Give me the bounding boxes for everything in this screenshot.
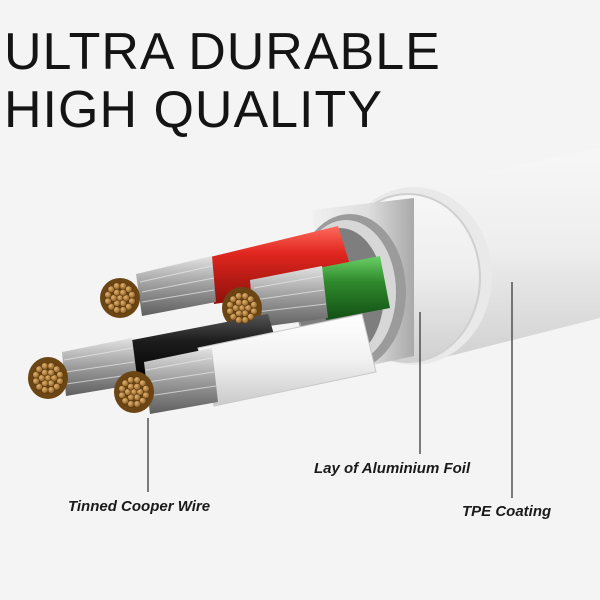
callout-pointer-lines <box>147 282 513 498</box>
copper-strand <box>241 316 249 324</box>
copper-strand <box>139 379 147 387</box>
copper-strand <box>125 303 133 311</box>
copper-strand <box>118 391 126 399</box>
copper-strand <box>133 376 141 384</box>
copper-strand <box>32 377 40 385</box>
copper-strand <box>128 291 136 299</box>
copper-strand <box>113 306 121 314</box>
copper-strand <box>127 400 135 408</box>
tinned-copper-wire-label: Tinned Cooper Wire <box>68 498 211 515</box>
copper-strand <box>250 301 258 309</box>
copper-strand <box>119 282 127 290</box>
copper-strand <box>56 371 64 379</box>
copper-strand <box>35 383 43 391</box>
copper-strand <box>121 397 129 405</box>
headline-line-2: HIGH QUALITY <box>4 81 383 139</box>
copper-strand <box>229 313 237 321</box>
copper-strand <box>142 385 150 393</box>
copper-strand <box>133 400 141 408</box>
headline-line-1: ULTRA DURABLE <box>4 23 441 81</box>
aluminium-foil-label: Lay of Aluminium Foil <box>314 460 471 477</box>
copper-strand <box>125 285 133 293</box>
copper-strand <box>127 376 135 384</box>
copper-strand <box>247 295 255 303</box>
copper-strand <box>139 397 147 405</box>
tpe-coating-label: TPE Coating <box>462 503 552 520</box>
copper-strand <box>41 386 49 394</box>
copper-strand <box>113 282 121 290</box>
copper-strand <box>235 292 243 300</box>
copper-strand <box>226 307 234 315</box>
copper-strand <box>53 365 61 373</box>
copper-strand <box>47 386 55 394</box>
copper-strand <box>104 291 112 299</box>
copper-strand <box>121 379 129 387</box>
copper-strand <box>107 285 115 293</box>
copper-strand <box>104 297 112 305</box>
copper-strand <box>119 306 127 314</box>
copper-strand <box>247 313 255 321</box>
tinned-copper-strand-ends <box>32 282 258 408</box>
copper-strand <box>47 362 55 370</box>
copper-strand <box>35 365 43 373</box>
copper-strand <box>241 292 249 300</box>
copper-strand <box>32 371 40 379</box>
copper-strand <box>118 385 126 393</box>
copper-strand <box>53 383 61 391</box>
copper-strand <box>235 316 243 324</box>
copper-strand <box>107 303 115 311</box>
copper-strand <box>229 295 237 303</box>
copper-strand <box>41 362 49 370</box>
copper-strand <box>226 301 234 309</box>
